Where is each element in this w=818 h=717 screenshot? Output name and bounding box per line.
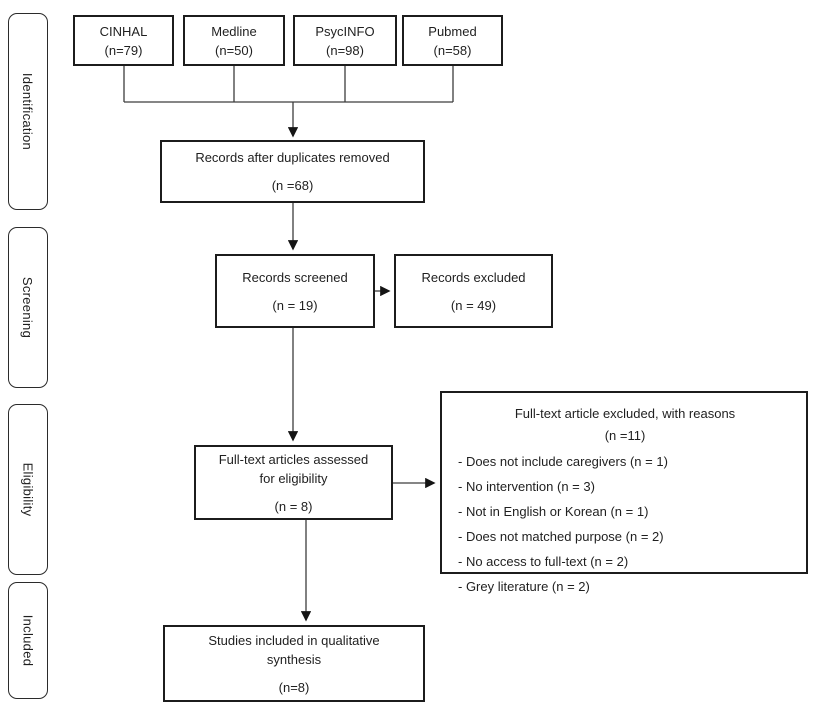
flow-box-records-screened: Records screened (n = 19) <box>215 254 375 328</box>
box-text: Records after duplicates removed <box>195 150 390 165</box>
box-text: synthesis <box>266 651 322 667</box>
source-box-cinhal: CINHAL (n=79) <box>73 15 174 66</box>
exclusion-reason: - Does not matched purpose (n = 2) <box>458 529 664 544</box>
stage-label: Identification <box>20 72 36 151</box>
source-name: CINHAL <box>99 23 148 39</box>
source-box-pubmed: Pubmed (n=58) <box>402 15 503 66</box>
sidebar-stage-identification: Identification <box>8 13 48 210</box>
box-text: Records excluded <box>421 269 526 285</box>
sidebar-stage-included: Included <box>8 582 48 699</box>
source-box-medline: Medline (n=50) <box>183 15 285 66</box>
stage-label: Included <box>20 614 36 667</box>
box-text: Records screened <box>242 269 348 285</box>
source-name: PsycINFO <box>315 23 375 39</box>
box-text: Studies included in qualitative <box>208 632 380 648</box>
flow-box-fulltext-excluded-reasons: Full-text article excluded, with reasons… <box>440 391 808 594</box>
source-box-psycinfo: PsycINFO (n=98) <box>293 15 397 66</box>
box-count: (n = 19) <box>272 297 318 313</box>
source-count: (n=79) <box>104 42 143 58</box>
flow-box-duplicates-removed: Records after duplicates removed (n =68) <box>160 140 425 203</box>
box-text: for eligibility <box>259 470 328 486</box>
sidebar-stage-eligibility: Eligibility <box>8 404 48 575</box>
box-count: (n=8) <box>278 679 310 695</box>
flow-box-fulltext-assessed: Full-text articles assessed for eligibil… <box>194 445 393 520</box>
box-count: (n =68) <box>271 178 314 193</box>
exclusion-reason-list: - Does not include caregivers (n = 1) - … <box>454 449 796 599</box>
flow-box-studies-included: Studies included in qualitative synthesi… <box>163 625 425 702</box>
box-count: (n = 8) <box>274 498 313 514</box>
exclusion-reason: - Grey literature (n = 2) <box>458 579 590 594</box>
stage-label: Eligibility <box>20 462 36 517</box>
source-name: Medline <box>211 23 257 39</box>
source-count: (n=58) <box>433 42 472 58</box>
sidebar-stage-screening: Screening <box>8 227 48 388</box>
exclusion-reason: - No intervention (n = 3) <box>458 479 595 494</box>
box-text: Full-text articles assessed <box>218 451 369 467</box>
flow-box-records-excluded: Records excluded (n = 49) <box>394 254 553 328</box>
source-name: Pubmed <box>428 23 477 39</box>
box-count: (n =11) <box>604 428 646 443</box>
stage-label: Screening <box>20 276 36 339</box>
source-count: (n=50) <box>215 42 253 58</box>
box-count: (n = 49) <box>450 297 497 313</box>
exclusion-reason: - No access to full-text (n = 2) <box>458 554 629 569</box>
exclusion-reason: - Not in English or Korean (n = 1) <box>458 504 649 519</box>
box-title: Full-text article excluded, with reasons <box>514 406 736 421</box>
exclusion-reason: - Does not include caregivers (n = 1) <box>458 454 668 469</box>
source-count: (n=98) <box>326 42 364 58</box>
